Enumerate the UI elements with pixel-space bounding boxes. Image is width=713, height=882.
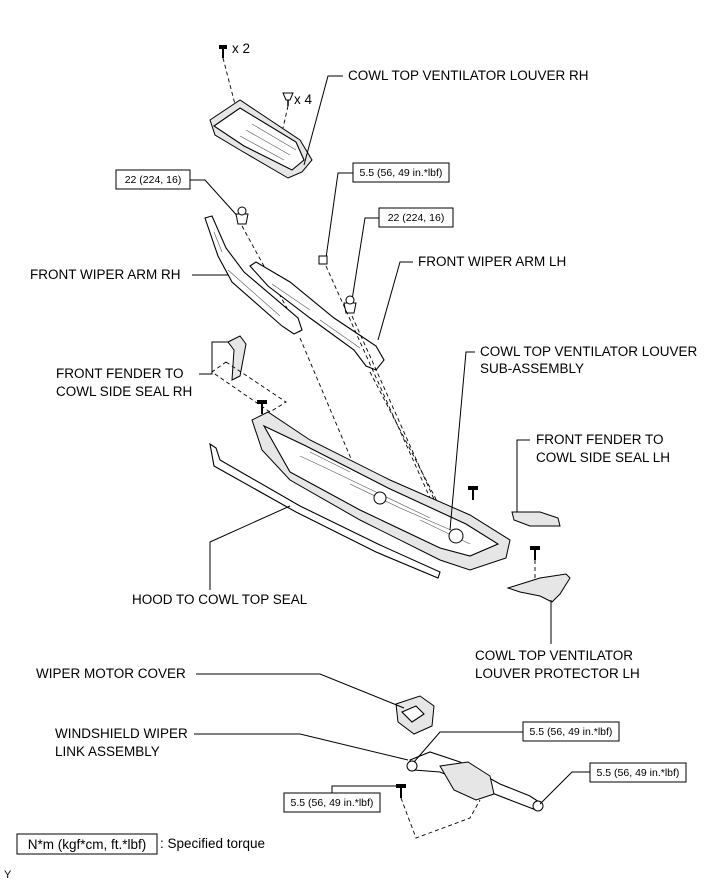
label-link-line1: WINDSHIELD WIPER	[55, 726, 188, 741]
svg-text:22 (224, 16): 22 (224, 16)	[125, 174, 182, 186]
leader-hood-seal	[209, 505, 291, 590]
label-motor-cover: WIPER MOTOR COVER	[36, 666, 186, 681]
cowl-louver-sub-assembly-part	[251, 411, 511, 571]
leader-torque-link-left	[331, 785, 396, 793]
clip-icon-top	[282, 92, 294, 106]
label-wiper-arm-rh: FRONT WIPER ARM RH	[30, 267, 181, 282]
leader-seal-rh	[199, 341, 228, 375]
label-link-line2: LINK ASSEMBLY	[55, 744, 160, 759]
fender-seal-rh-part	[227, 335, 247, 381]
bolt-quantity: x 2	[232, 41, 250, 56]
cowl-louver-rh-part	[209, 99, 313, 179]
torque-box-link-top: 5.5 (56, 49 in.*lbf)	[522, 721, 620, 742]
label-louver-sub-line2: SUB-ASSEMBLY	[480, 361, 584, 376]
svg-text:5.5 (56, 49 in.*lbf): 5.5 (56, 49 in.*lbf)	[291, 797, 374, 809]
label-protector-line1: COWL TOP VENTILATOR	[475, 648, 633, 663]
bolt-icon-protector	[530, 546, 540, 560]
bolt-icon-top	[219, 45, 227, 58]
svg-text:22 (224, 16): 22 (224, 16)	[388, 212, 445, 224]
seal-rh-guide	[211, 361, 287, 413]
leader-torque-link-top	[413, 731, 523, 763]
leader-torque-louver-nut	[325, 172, 353, 259]
leader-link	[194, 733, 409, 761]
legend-torque-box: N*m (kgf*cm, ft.*lbf)	[16, 833, 158, 855]
label-seal-rh-line1: FRONT FENDER TO	[56, 366, 184, 381]
louver-protector-lh-part	[506, 573, 571, 603]
svg-text:5.5 (56, 49 in.*lbf): 5.5 (56, 49 in.*lbf)	[360, 167, 443, 179]
bolt-icon-link	[396, 784, 406, 798]
bolt-icon-seal-lh	[468, 486, 478, 500]
corner-mark: Y	[4, 869, 12, 881]
wiper-motor-cover-part	[395, 695, 435, 735]
legend-text: : Specified torque	[160, 836, 265, 851]
wiper-link-assembly-part	[406, 751, 544, 812]
torque-box-arm-lh: 22 (224, 16)	[378, 207, 454, 228]
svg-text:5.5 (56, 49 in.*lbf): 5.5 (56, 49 in.*lbf)	[597, 767, 680, 779]
bolt-icon-louver-rh	[257, 400, 267, 414]
bolt-guide-line	[222, 57, 238, 113]
arm-lh-nut-guide	[351, 315, 447, 527]
nut-icon-arm-lh	[343, 295, 357, 314]
label-seal-rh-line2: COWL SIDE SEAL RH	[56, 384, 192, 399]
label-cowl-louver-rh: COWL TOP VENTILATOR LOUVER RH	[348, 68, 589, 83]
leader-wiper-arm-lh	[377, 261, 413, 341]
leader-louver-sub	[449, 351, 475, 531]
hood-cowl-seal-part	[209, 442, 441, 579]
wiper-arm-rh-part	[204, 215, 303, 335]
fender-seal-lh-part	[511, 511, 561, 527]
svg-text:5.5 (56, 49 in.*lbf): 5.5 (56, 49 in.*lbf)	[530, 726, 613, 738]
clip-guide-line	[282, 105, 289, 129]
louver-nut-guide	[325, 265, 441, 521]
leader-torque-link-right	[539, 771, 590, 805]
label-louver-sub-line1: COWL TOP VENTILATOR LOUVER	[480, 344, 698, 359]
nut-icon-arm-rh	[235, 206, 249, 225]
leader-cowl-louver-rh	[303, 75, 343, 166]
label-seal-lh-line1: FRONT FENDER TO	[536, 432, 664, 447]
torque-box-link-left: 5.5 (56, 49 in.*lbf)	[283, 792, 381, 813]
torque-box-arm-rh: 22 (224, 16)	[115, 169, 191, 190]
label-protector-line2: LOUVER PROTECTOR LH	[475, 666, 640, 681]
label-seal-lh-line2: COWL SIDE SEAL LH	[536, 450, 670, 465]
leader-motor-cover	[196, 673, 405, 709]
link-bolt-guide	[400, 797, 481, 839]
leader-torque-arm-lh	[351, 217, 379, 301]
svg-text:N*m (kgf*cm, ft.*lbf): N*m (kgf*cm, ft.*lbf)	[28, 837, 147, 852]
label-hood-seal: HOOD TO COWL TOP SEAL	[132, 592, 308, 607]
torque-box-louver-nut: 5.5 (56, 49 in.*lbf)	[352, 162, 450, 183]
wiper-arm-lh-part	[249, 261, 385, 371]
arm-rh-pivot-guide	[299, 337, 361, 481]
leader-seal-lh	[516, 439, 530, 512]
nut-icon-louver	[318, 255, 328, 265]
clip-quantity: x 4	[294, 92, 313, 107]
leader-torque-arm-rh	[190, 179, 242, 221]
label-wiper-arm-lh: FRONT WIPER ARM LH	[418, 254, 566, 269]
torque-box-link-right: 5.5 (56, 49 in.*lbf)	[589, 762, 687, 783]
